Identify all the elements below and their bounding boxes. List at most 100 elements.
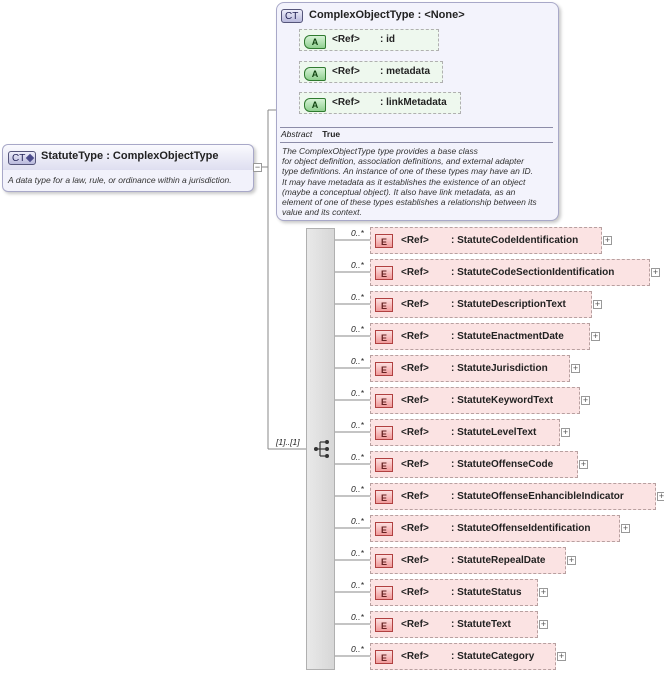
element-row[interactable]: E<Ref>: StatuteOffenseEnhancibleIndicato… bbox=[370, 483, 656, 510]
attribute-name: : metadata bbox=[380, 66, 431, 77]
attribute-ref: <Ref> bbox=[332, 97, 360, 108]
plus-icon[interactable]: + bbox=[567, 555, 576, 565]
plus-icon[interactable]: + bbox=[557, 651, 566, 661]
element-name: : StatuteOffenseIdentification bbox=[451, 523, 591, 534]
statute-type-header: CT StatuteType : ComplexObjectType bbox=[3, 145, 253, 170]
divider bbox=[280, 142, 553, 143]
attribute-name: : id bbox=[380, 34, 395, 45]
element-ref: <Ref> bbox=[401, 427, 429, 438]
attribute-id[interactable]: A <Ref> : id bbox=[299, 29, 439, 51]
attribute-ref: <Ref> bbox=[332, 66, 360, 77]
sequence-compositor-icon[interactable] bbox=[312, 438, 332, 460]
attribute-icon: A bbox=[304, 98, 326, 112]
element-multiplicity: 0..* bbox=[351, 324, 364, 334]
element-multiplicity: 0..* bbox=[351, 644, 364, 654]
plus-icon[interactable]: + bbox=[539, 587, 548, 597]
element-ref: <Ref> bbox=[401, 363, 429, 374]
element-ref: <Ref> bbox=[401, 619, 429, 630]
element-multiplicity: 0..* bbox=[351, 484, 364, 494]
element-ref: <Ref> bbox=[401, 267, 429, 278]
statute-type-box[interactable]: CT StatuteType : ComplexObjectType A dat… bbox=[2, 144, 254, 192]
plus-icon[interactable]: + bbox=[561, 427, 570, 437]
complex-type-badge-label: CT bbox=[12, 153, 26, 164]
attribute-link-metadata[interactable]: A <Ref> : linkMetadata bbox=[299, 92, 461, 114]
attribute-icon: A bbox=[304, 35, 326, 49]
element-row[interactable]: E<Ref>: StatuteOffenseIdentification bbox=[370, 515, 620, 542]
complex-object-type-description: The ComplexObjectType type provides a ba… bbox=[282, 146, 554, 217]
element-name: : StatuteText bbox=[451, 619, 511, 630]
element-icon: E bbox=[375, 618, 393, 632]
element-icon: E bbox=[375, 426, 393, 440]
description-line: (maybe a conceptual object). It also hav… bbox=[282, 186, 516, 197]
element-name: : StatuteKeywordText bbox=[451, 395, 554, 406]
element-multiplicity: 0..* bbox=[351, 580, 364, 590]
plus-icon[interactable]: + bbox=[593, 299, 602, 309]
attribute-ref: <Ref> bbox=[332, 34, 360, 45]
complex-object-type-box[interactable]: CT ComplexObjectType : <None> A <Ref> : … bbox=[276, 2, 559, 221]
plus-icon[interactable]: + bbox=[621, 523, 630, 533]
element-row[interactable]: E <Ref> : StatuteText bbox=[370, 611, 538, 638]
element-name: : StatuteOffenseEnhancibleIndicator bbox=[451, 491, 624, 502]
abstract-row: Abstract True bbox=[281, 129, 340, 139]
element-icon: E bbox=[375, 266, 393, 280]
element-name: : StatuteEnactmentDate bbox=[451, 331, 564, 342]
plus-icon[interactable]: + bbox=[579, 459, 588, 469]
diamond-icon bbox=[25, 153, 35, 163]
element-row[interactable]: E<Ref>: StatuteJurisdiction bbox=[370, 355, 570, 382]
element-name: : StatuteStatus bbox=[451, 587, 522, 598]
element-multiplicity: 0..* bbox=[351, 388, 364, 398]
element-row[interactable]: E<Ref>: StatuteRepealDate bbox=[370, 547, 566, 574]
plus-icon[interactable]: + bbox=[571, 363, 580, 373]
element-row[interactable]: E<Ref>: StatuteKeywordText bbox=[370, 387, 580, 414]
element-row[interactable]: E <Ref> : StatuteLevelText bbox=[370, 419, 560, 446]
element-multiplicity: 0..* bbox=[351, 420, 364, 430]
complex-type-badge-label: CT bbox=[285, 11, 299, 22]
element-icon: E bbox=[375, 394, 393, 408]
description-line: value and its context. bbox=[282, 207, 362, 218]
element-ref: <Ref> bbox=[401, 459, 429, 470]
element-icon: E bbox=[375, 490, 393, 504]
element-multiplicity: 0..* bbox=[351, 356, 364, 366]
plus-icon[interactable]: + bbox=[591, 331, 600, 341]
plus-icon[interactable]: + bbox=[581, 395, 590, 405]
element-name: : StatuteOffenseCode bbox=[451, 459, 554, 470]
element-row[interactable]: E<Ref>: StatuteCodeSectionIdentification bbox=[370, 259, 650, 286]
element-row[interactable]: E<Ref>: StatuteCategory bbox=[370, 643, 556, 670]
description-line: It may have metadata as it establishes t… bbox=[282, 176, 526, 187]
description-line: element of one of these types establishe… bbox=[282, 197, 537, 208]
complex-type-icon: CT bbox=[8, 151, 36, 165]
element-multiplicity: 0..* bbox=[351, 292, 364, 302]
plus-icon[interactable]: + bbox=[651, 267, 660, 277]
abstract-label: Abstract bbox=[281, 129, 313, 139]
complex-type-icon: CT bbox=[281, 9, 303, 23]
abstract-value: True bbox=[322, 129, 341, 139]
element-name: : StatuteRepealDate bbox=[451, 555, 546, 566]
element-name: : StatuteCategory bbox=[451, 651, 535, 662]
element-row[interactable]: E<Ref>: StatuteEnactmentDate bbox=[370, 323, 590, 350]
element-name: : StatuteLevelText bbox=[451, 427, 537, 438]
collapse-statute-type-icon[interactable]: − bbox=[253, 162, 262, 172]
element-ref: <Ref> bbox=[401, 555, 429, 566]
element-icon: E bbox=[375, 586, 393, 600]
element-name: : StatuteDescriptionText bbox=[451, 299, 566, 310]
element-multiplicity: 0..* bbox=[351, 612, 364, 622]
statute-type-description: A data type for a law, rule, or ordinanc… bbox=[8, 175, 232, 185]
plus-icon[interactable]: + bbox=[539, 619, 548, 629]
attribute-metadata[interactable]: A <Ref> : metadata bbox=[299, 61, 443, 83]
element-row[interactable]: E<Ref>: StatuteOffenseCode bbox=[370, 451, 578, 478]
complex-object-type-title: ComplexObjectType : <None> bbox=[309, 9, 465, 21]
description-line: for object definition, association defin… bbox=[282, 156, 524, 167]
element-row[interactable]: E<Ref>: StatuteCodeIdentification bbox=[370, 227, 602, 254]
element-ref: <Ref> bbox=[401, 299, 429, 310]
statute-type-title: StatuteType : ComplexObjectType bbox=[41, 150, 219, 162]
element-ref: <Ref> bbox=[401, 235, 429, 246]
element-multiplicity: 0..* bbox=[351, 516, 364, 526]
plus-icon[interactable]: + bbox=[603, 235, 612, 245]
element-ref: <Ref> bbox=[401, 331, 429, 342]
element-row[interactable]: E<Ref>: StatuteStatus bbox=[370, 579, 538, 606]
element-ref: <Ref> bbox=[401, 523, 429, 534]
element-row[interactable]: E<Ref>: StatuteDescriptionText bbox=[370, 291, 592, 318]
element-icon: E bbox=[375, 362, 393, 376]
element-ref: <Ref> bbox=[401, 651, 429, 662]
plus-icon[interactable]: + bbox=[657, 491, 664, 501]
